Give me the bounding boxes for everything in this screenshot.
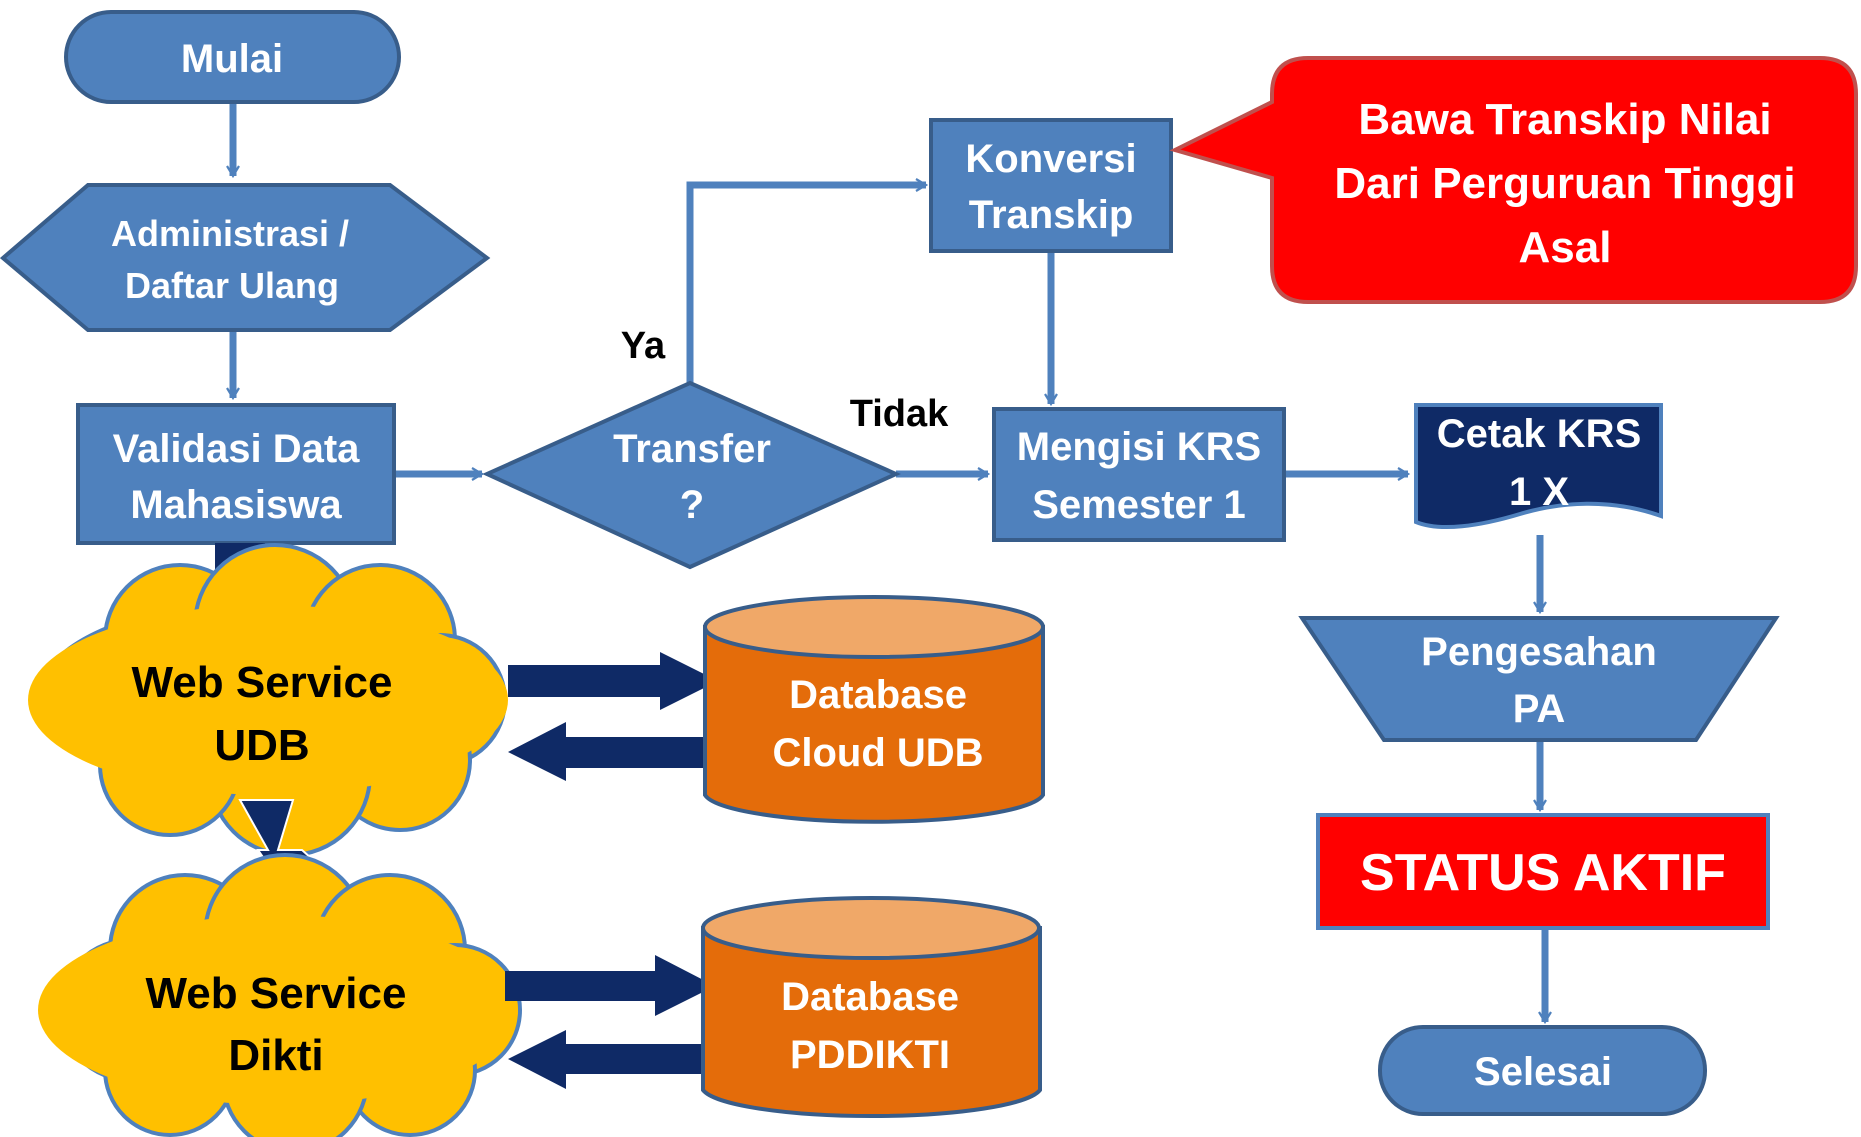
flow-connectors: [233, 104, 1545, 1022]
ws-udb-cloud: [28, 543, 508, 857]
selesai-label: Selesai: [1474, 1050, 1612, 1094]
arrow-ws-dikti-to-db-pddikti: [505, 955, 715, 1016]
edge-label-ya: Ya: [621, 325, 666, 367]
selesai-terminator: [1378, 1025, 1707, 1116]
edge-label-tidak: Tidak: [850, 393, 949, 435]
ws-udb-label-line1: Web Service: [132, 658, 393, 707]
konversi-label-line2: Transkip: [969, 193, 1134, 237]
transfer-label-line1: Transfer: [613, 427, 771, 471]
cetak-label-line1: Cetak KRS: [1437, 412, 1642, 456]
pengesahan-label-line1: Pengesahan: [1421, 630, 1657, 674]
administrasi-preparation: [0, 183, 491, 332]
data-exchange-arrows: [505, 652, 718, 1089]
arrow-db-pddikti-to-ws-dikti: [508, 1030, 718, 1089]
db-pddikti-cylinder: [701, 896, 1042, 1119]
konversi-label-line1: Konversi: [965, 137, 1136, 181]
administrasi-label-line1: Administrasi /: [111, 213, 349, 254]
validasi-label-line1: Validasi Data: [113, 427, 361, 471]
validasi-process: [76, 403, 396, 545]
konversi-process: [929, 118, 1173, 253]
callout-label-line1: Bawa Transkip Nilai: [1358, 95, 1771, 144]
db-pddikti-label-line1: Database: [781, 975, 959, 1019]
callout-label-line3: Asal: [1519, 223, 1612, 272]
cetak-label-line2: 1 X: [1509, 470, 1569, 514]
status-aktif-box: [1316, 813, 1770, 930]
status-aktif-label: STATUS AKTIF: [1360, 844, 1726, 902]
db-cloud-udb-cylinder: [703, 595, 1045, 824]
mulai-terminator: [64, 10, 401, 104]
db-udb-label-line1: Database: [789, 673, 967, 717]
cetak-document: [1414, 403, 1663, 530]
administrasi-label-line2: Daftar Ulang: [125, 265, 339, 306]
pengesahan-label-line2: PA: [1513, 687, 1566, 731]
db-udb-label-line2: Cloud UDB: [772, 731, 983, 775]
transfer-decision: [482, 380, 901, 570]
arrow-transfer-ya-to-konversi: [686, 185, 926, 385]
transkip-callout: [1169, 56, 1858, 304]
db-pddikti-label-line2: PDDIKTI: [790, 1033, 950, 1077]
krs-label-line2: Semester 1: [1032, 483, 1245, 527]
pengesahan-manual-operation: [1298, 616, 1780, 742]
krs-process: [992, 407, 1286, 542]
arrow-db-udb-to-ws-udb: [508, 722, 718, 781]
ws-dikti-label-line1: Web Service: [146, 969, 407, 1018]
callout-label-line2: Dari Perguruan Tinggi: [1334, 159, 1795, 208]
ws-udb-label-line2: UDB: [214, 721, 309, 770]
ws-dikti-cloud: [38, 853, 522, 1137]
ws-dikti-label-line2: Dikti: [228, 1031, 323, 1080]
krs-label-line1: Mengisi KRS: [1017, 425, 1261, 469]
mulai-label: Mulai: [181, 37, 283, 81]
validasi-label-line2: Mahasiswa: [130, 483, 342, 527]
transfer-label-line2: ?: [680, 483, 704, 527]
arrow-ws-udb-to-db-udb: [508, 652, 718, 710]
